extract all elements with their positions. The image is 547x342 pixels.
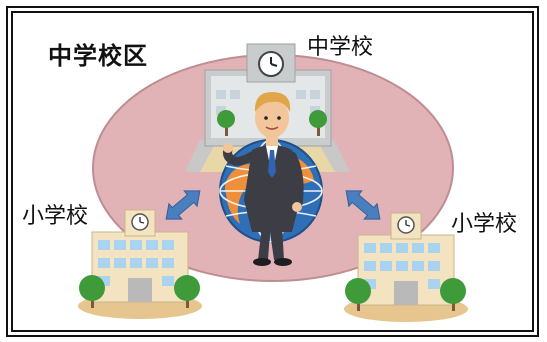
district-title: 中学校区 <box>48 42 148 70</box>
outer-frame <box>6 6 539 337</box>
junior-high-label: 中学校 <box>307 35 374 60</box>
teacher-icon <box>223 92 304 266</box>
elementary-left-label: 小学校 <box>22 204 89 229</box>
inner-frame <box>11 11 534 332</box>
elementary-right-label: 小学校 <box>451 212 518 237</box>
